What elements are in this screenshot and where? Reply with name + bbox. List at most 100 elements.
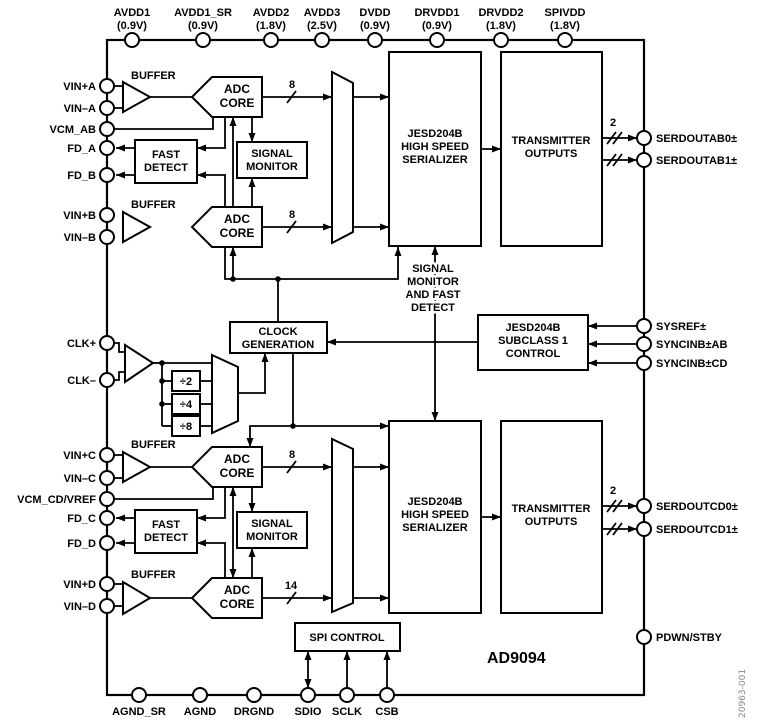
pin-avdd3 xyxy=(314,32,330,48)
function-blocks xyxy=(122,51,603,652)
junction-dot xyxy=(159,378,165,384)
junction-dot xyxy=(275,276,281,282)
div4-label: ÷4 xyxy=(180,399,193,411)
pin-sdio xyxy=(300,687,316,703)
spi-control-block xyxy=(294,622,401,652)
bottom-pin-label: CSB xyxy=(375,706,398,718)
sigmon-note-line4: DETECT xyxy=(411,302,455,314)
pin-avdd2 xyxy=(263,32,279,48)
fast-detect-cd-line2: DETECT xyxy=(144,532,188,544)
signal-monitor-cd-block xyxy=(236,511,308,549)
right-pin-label: SERDOUTAB1± xyxy=(656,155,737,167)
bus-width-serdout-cd: 2 xyxy=(610,485,616,497)
pin-csb xyxy=(379,687,395,703)
clock-divider-mux xyxy=(211,353,239,435)
left-pin-label: VCM_AB xyxy=(50,124,97,136)
wire-clk-n xyxy=(114,371,125,381)
left-pin-label: FD_D xyxy=(67,538,96,550)
fast-detect-cd-line1: FAST xyxy=(152,519,180,531)
jesd-serializer-cd-block xyxy=(388,420,482,614)
sigmon-note-line1: SIGNAL xyxy=(412,263,454,275)
adc-core-b-line2: CORE xyxy=(220,226,255,240)
top-pin-label: DVDD xyxy=(359,7,390,19)
pin-agnd xyxy=(192,687,208,703)
bus-width-serdout-ab: 2 xyxy=(610,117,616,129)
pin-drgnd xyxy=(246,687,262,703)
bottom-pin-label: DRGND xyxy=(234,706,274,718)
left-pin-label: VIN–A xyxy=(64,103,96,115)
fast-detect-ab-line2: DETECT xyxy=(144,162,188,174)
fast-detect-ab-block xyxy=(134,139,198,184)
top-pin-label: SPIVDD xyxy=(545,7,586,19)
pin-fd-d xyxy=(99,535,115,551)
pin-clk-p xyxy=(99,335,115,351)
pin-fd-a xyxy=(99,140,115,156)
bottom-pin-label: AGND xyxy=(184,706,216,718)
buffer-c-label: BUFFER xyxy=(131,439,176,451)
bus-slash-b xyxy=(286,220,297,234)
top-pin-voltage: (0.9V) xyxy=(360,20,390,32)
bottom-pin-label: AGND_SR xyxy=(112,706,166,718)
pin-drvdd2 xyxy=(493,32,509,48)
right-pin-label: SYNCINB±CD xyxy=(656,358,727,370)
clock-generation-line1: CLOCK xyxy=(258,326,297,338)
bus-width-a: 8 xyxy=(289,79,295,91)
pin-vin-d-n xyxy=(99,598,115,614)
pin-serdoutcd1 xyxy=(636,521,652,537)
sigmon-note-line2: MONITOR xyxy=(407,276,459,288)
jesd-subclass-line3: CONTROL xyxy=(506,348,561,360)
fast-detect-ab-line1: FAST xyxy=(152,149,180,161)
bottom-pin-label: SDIO xyxy=(295,706,322,718)
top-pin-voltage: (2.5V) xyxy=(307,20,337,32)
jesd-subclass-line2: SUBCLASS 1 xyxy=(498,335,568,347)
junction-dot xyxy=(159,360,165,366)
bus-slash-c xyxy=(286,460,297,474)
mux-cd xyxy=(331,437,354,614)
adc-core-a-line2: CORE xyxy=(220,96,255,110)
left-pin-label: FD_B xyxy=(67,170,96,182)
pin-vcm-cd-vref xyxy=(99,491,115,507)
left-pin-label: VIN–B xyxy=(64,232,96,244)
wire-clock-to-c xyxy=(246,425,293,447)
mux-ab xyxy=(331,70,354,245)
tx-cd-line2: OUTPUTS xyxy=(525,516,578,528)
wire-divmux-to-clockgen xyxy=(238,353,269,394)
signal-wires xyxy=(114,85,638,688)
pin-serdoutab1 xyxy=(636,152,652,168)
buffer-d-amp xyxy=(122,580,152,616)
jesd-subclass-line1: JESD204B xyxy=(505,322,560,334)
bus-slash-serdout-cd0 xyxy=(606,499,623,513)
buffer-c-amp xyxy=(122,450,153,484)
pin-vin-a-p xyxy=(99,78,115,94)
wire-clock-bus-ab xyxy=(224,247,402,280)
right-pin-label: SERDOUTCD0± xyxy=(656,501,738,513)
wire-c-to-fd xyxy=(197,487,226,522)
wire-a-to-fd xyxy=(197,117,226,152)
clock-buffer-amp xyxy=(124,343,155,384)
left-pin-label: VIN+A xyxy=(63,81,96,93)
adc-core-b-line1: ADC xyxy=(224,212,250,226)
right-pin-label: SYNCINB±AB xyxy=(656,339,727,351)
pin-drvdd1 xyxy=(429,32,445,48)
top-pin-voltage: (0.9V) xyxy=(422,20,452,32)
right-pin-label: SERDOUTAB0± xyxy=(656,133,737,145)
signal-monitor-ab-line2: MONITOR xyxy=(246,161,298,173)
pin-avdd1-sr xyxy=(195,32,211,48)
left-pin-label: CLK– xyxy=(67,375,96,387)
wire-d-to-fd xyxy=(197,539,226,578)
signal-monitor-cd-line2: MONITOR xyxy=(246,531,298,543)
left-pin-label: VIN–C xyxy=(64,473,96,485)
adc-core-d-block xyxy=(190,577,263,619)
top-pin-voltage: (1.8V) xyxy=(550,20,580,32)
bus-slash-d xyxy=(286,591,297,605)
jesd-cd-line2: HIGH SPEED xyxy=(401,509,469,521)
pin-sysref xyxy=(636,318,652,334)
pin-fd-c xyxy=(99,510,115,526)
wire-clockgen-to-jesd-cd xyxy=(292,353,389,430)
part-number-label: AD9094 xyxy=(487,650,546,667)
left-pin-label: VIN+D xyxy=(63,579,96,591)
labels: AVDD1 (0.9V) AVDD1_SR (0.9V) AVDD2 (1.8V… xyxy=(17,7,748,718)
top-pin-label: AVDD2 xyxy=(253,7,289,19)
left-pin-label: VIN–D xyxy=(64,601,96,613)
